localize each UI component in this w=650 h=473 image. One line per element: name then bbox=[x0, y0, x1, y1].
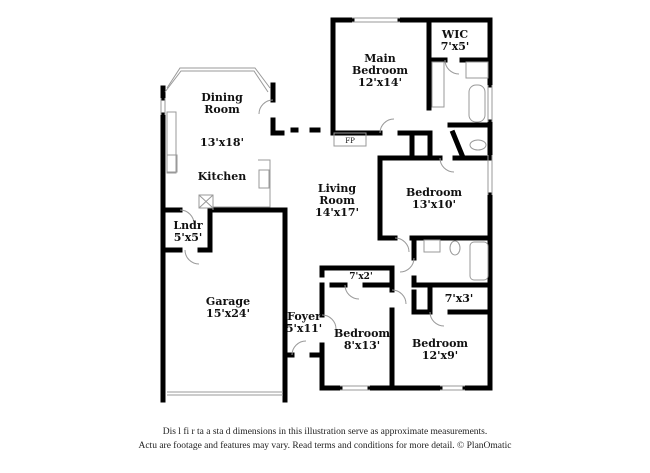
room-name: Room bbox=[319, 194, 355, 207]
wall bbox=[270, 82, 285, 136]
wall bbox=[319, 265, 493, 391]
room-dims: 5'x11' bbox=[285, 322, 323, 335]
room-kitchen: Kitchen bbox=[197, 170, 247, 183]
wall bbox=[210, 207, 288, 403]
bay-window bbox=[164, 70, 269, 93]
shower-icon bbox=[465, 61, 489, 79]
fridge-icon bbox=[198, 194, 214, 209]
disclaimer-line-1: Dis l fi r ta a sta d dimensions in this… bbox=[162, 427, 488, 437]
room-name: Dining bbox=[201, 91, 243, 104]
disclaimer-line-2: Actu are footage and features may vary. … bbox=[138, 441, 512, 451]
vanity bbox=[431, 61, 445, 108]
room-dining-dims: 13'x18' bbox=[200, 136, 244, 149]
room-name: WIC bbox=[441, 28, 469, 41]
window bbox=[352, 17, 400, 23]
sink-icon bbox=[423, 239, 441, 253]
door-swings bbox=[179, 59, 460, 356]
counter-island bbox=[212, 159, 271, 210]
wall bbox=[409, 130, 433, 161]
window bbox=[160, 98, 166, 115]
room-dims: 15'x24' bbox=[206, 307, 250, 320]
stove-icon bbox=[166, 154, 178, 173]
wall bbox=[449, 129, 466, 159]
bay-window bbox=[166, 67, 271, 89]
room-dims: 14'x17' bbox=[315, 206, 359, 219]
toilet-icon bbox=[449, 240, 461, 256]
toilet-icon bbox=[469, 139, 487, 151]
fridge-icon bbox=[198, 194, 214, 209]
garage-door bbox=[167, 391, 283, 396]
fixtures bbox=[160, 17, 493, 396]
tub-icon bbox=[468, 84, 486, 123]
room-dims: 13'x10' bbox=[412, 198, 456, 211]
fireplace-label: FP bbox=[345, 137, 355, 145]
wall bbox=[411, 275, 493, 288]
room-name: Bedroom bbox=[405, 186, 463, 199]
room-name: Room bbox=[204, 103, 240, 116]
room-name: Bedroom bbox=[333, 327, 391, 340]
room-dims: 5'x5' bbox=[173, 231, 203, 244]
room-dims: 12'x9' bbox=[421, 349, 459, 362]
tub-icon bbox=[469, 241, 489, 281]
room-name: Bedroom bbox=[351, 64, 409, 77]
room-closet-2: 7'x3' bbox=[444, 292, 474, 305]
room-name: Living bbox=[317, 182, 357, 195]
sink-icon bbox=[258, 169, 270, 189]
room-name: Garage bbox=[205, 295, 251, 308]
room-dims: 12'x14' bbox=[358, 76, 402, 89]
fireplace bbox=[333, 132, 367, 147]
room-dims: 7'x5' bbox=[440, 40, 470, 53]
room-name: Bedroom bbox=[411, 337, 469, 350]
room-name: Main bbox=[364, 52, 396, 65]
wall bbox=[411, 289, 493, 315]
window bbox=[487, 85, 493, 195]
walls bbox=[160, 17, 493, 403]
room-dims: 8'x13' bbox=[343, 339, 381, 352]
wall bbox=[160, 207, 213, 253]
window bbox=[340, 385, 465, 391]
wall bbox=[377, 155, 398, 241]
counter bbox=[166, 111, 177, 174]
room-closet-1: 7'x2' bbox=[349, 272, 373, 282]
room-name: Foyer bbox=[287, 310, 321, 323]
room-name: Lndr bbox=[173, 219, 203, 232]
